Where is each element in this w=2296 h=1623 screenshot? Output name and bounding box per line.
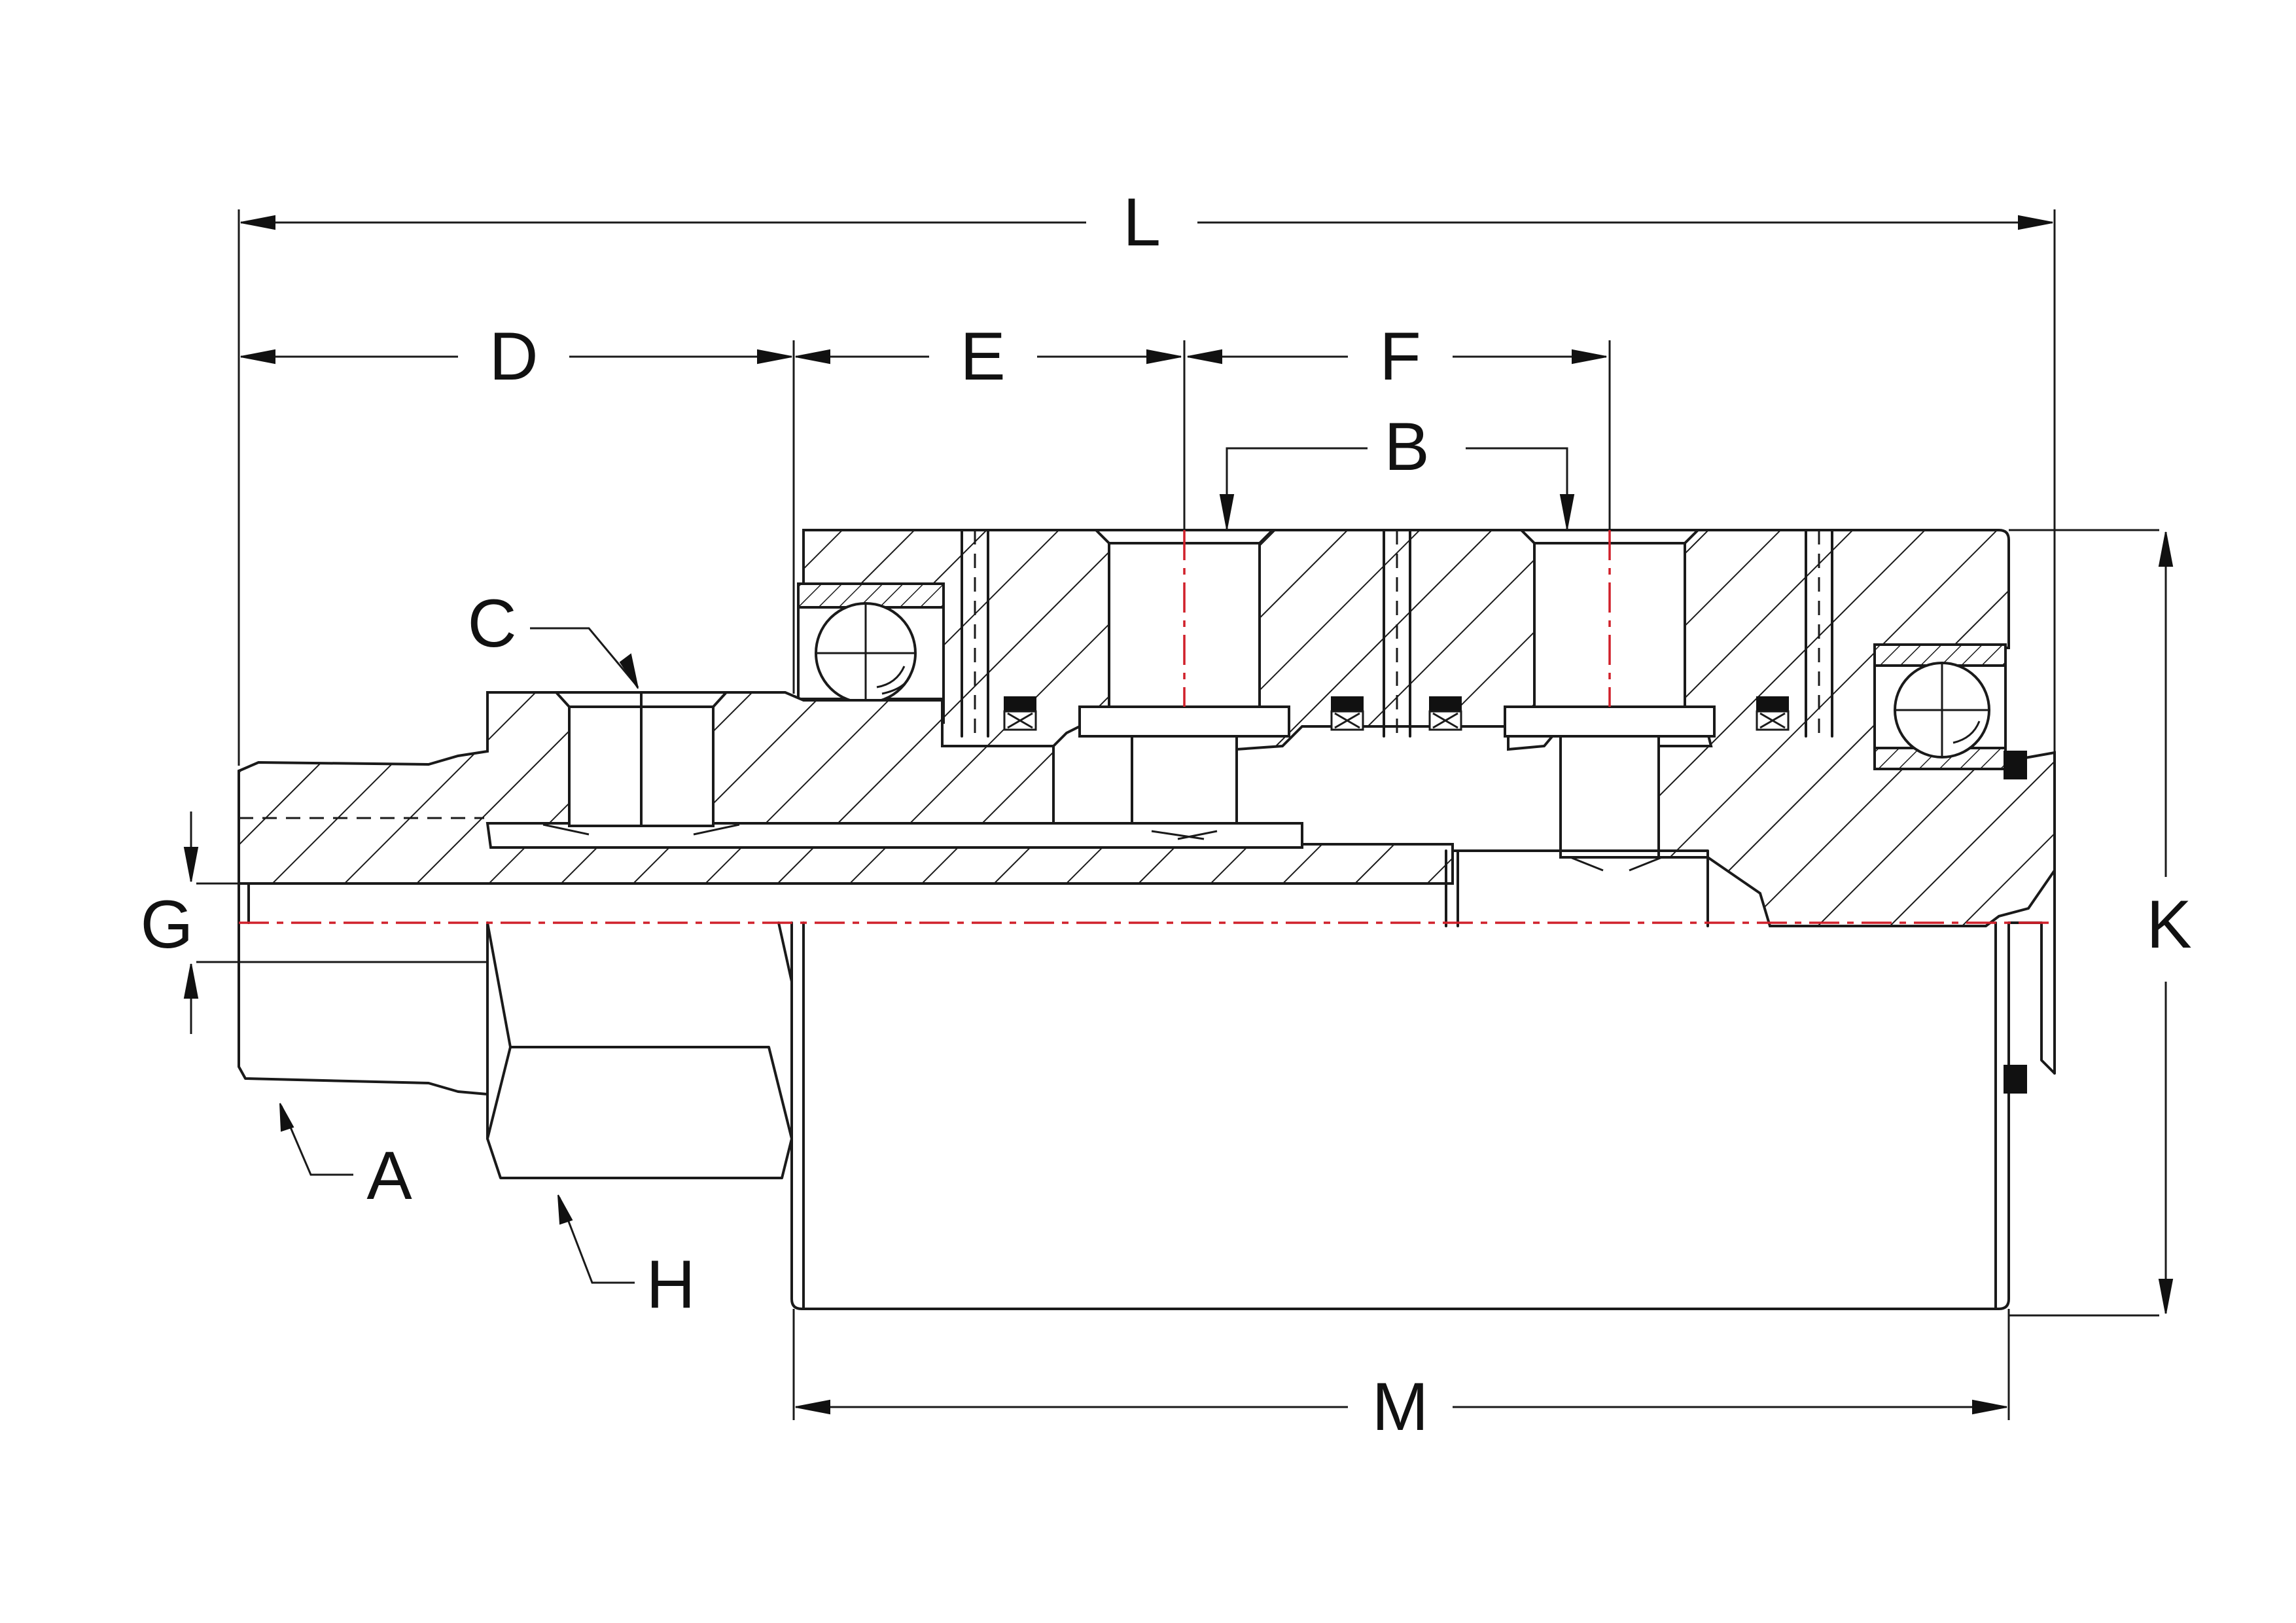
- retaining-clip-bottom: [2004, 1065, 2027, 1094]
- label-d: D: [489, 319, 538, 395]
- right-bearing-race-inner: [1873, 747, 2007, 770]
- dimension-labels: L D E F B C G K A H M: [141, 185, 2192, 1445]
- label-h: H: [646, 1247, 695, 1323]
- port-2: [1504, 529, 1716, 859]
- dimension-lines: [183, 209, 2174, 1420]
- label-a: A: [366, 1138, 412, 1214]
- port-1: [1078, 529, 1290, 826]
- label-f: F: [1379, 319, 1421, 395]
- retaining-clip-top: [2004, 751, 2027, 779]
- label-k: K: [2146, 887, 2191, 963]
- centerlines: [239, 530, 2055, 924]
- label-m: M: [1372, 1369, 1429, 1445]
- label-b: B: [1384, 409, 1429, 485]
- label-e: E: [960, 319, 1005, 395]
- label-l: L: [1123, 185, 1161, 260]
- outer-silhouette-lower: [238, 770, 2056, 1310]
- label-c: C: [467, 586, 516, 662]
- housing-partitions: [961, 529, 1833, 738]
- o-ring-seals: [1003, 696, 1790, 731]
- rotor-section: [238, 691, 1709, 963]
- rotor-inner-channel: [486, 822, 1303, 849]
- label-g: G: [141, 887, 194, 963]
- port-c: [542, 691, 740, 836]
